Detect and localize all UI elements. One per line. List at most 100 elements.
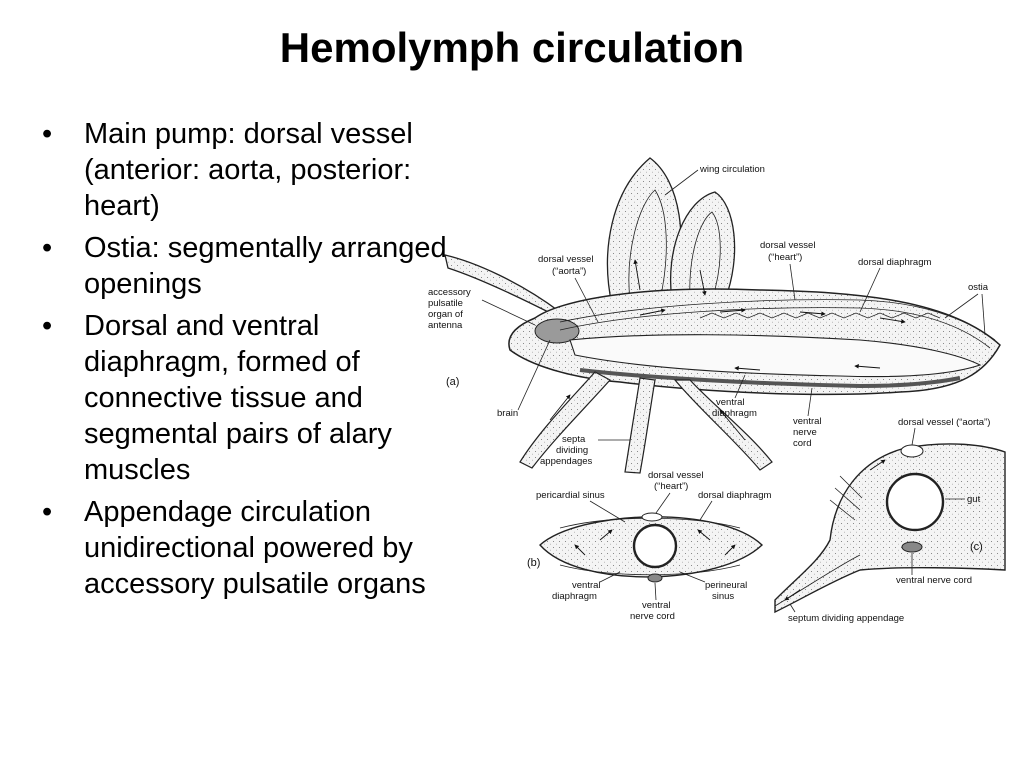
bullet-item: • Appendage circulation unidirectional po… <box>42 494 452 602</box>
accessory-organ-label: accessory <box>428 287 471 298</box>
dorsal-vessel-heart-label: dorsal vessel <box>648 470 703 481</box>
ventral-nerve-cord-label: ventral nerve cord <box>896 575 972 586</box>
appendage-section-shape <box>774 443 1006 614</box>
leader-line <box>517 339 551 411</box>
wing-vein <box>689 211 721 301</box>
leader-line <box>654 582 657 601</box>
ventral-diaphragm-label: ventral <box>572 580 601 591</box>
bullet-icon: • <box>42 118 53 150</box>
septum-hatch <box>829 475 863 521</box>
flow-arrow <box>724 544 736 556</box>
leader-line <box>807 387 813 417</box>
brain-shape <box>534 318 580 344</box>
leader-line <box>859 267 881 313</box>
panel-c-drawing <box>774 443 1006 614</box>
dorsal-diaphragm-line <box>699 312 941 319</box>
bullet-item: • Main pump: dorsal vessel (anterior: aor… <box>42 116 452 224</box>
flow-arrow <box>784 589 801 601</box>
perineural-sinus-label: perineural <box>705 580 747 591</box>
ventral-nerve-label: cord <box>793 438 811 449</box>
ostia-label: ostia <box>968 282 989 293</box>
wing-circulation-label: wing circulation <box>699 164 765 175</box>
flow-arrow <box>633 259 641 291</box>
bullet-list: • Main pump: dorsal vessel (anterior: aor… <box>42 116 452 608</box>
flow-arrow <box>639 308 666 316</box>
dorsal-vessel-aorta-label: dorsal vessel (“aorta”) <box>898 417 990 428</box>
ventral-nerve-label: ventral <box>793 416 822 427</box>
accessory-organ-label: antenna <box>428 320 463 331</box>
flow-arrow <box>549 394 571 421</box>
ventral-diaphragm-label: ventral <box>716 397 745 408</box>
gut-shape <box>632 523 678 569</box>
flow-arrow <box>699 269 707 296</box>
septa-label: septa <box>562 434 586 445</box>
gut-shape <box>569 334 982 378</box>
dorsal-vessel-aorta-label: (“aorta”) <box>552 266 586 277</box>
flow-arrow <box>879 317 906 324</box>
flow-arrow <box>599 529 613 541</box>
dorsal-diaphragm-label: dorsal diaphragm <box>858 257 931 268</box>
leader-line <box>599 571 621 583</box>
dorsal-vessel-aorta-label: dorsal vessel <box>538 254 593 265</box>
flow-arrow <box>574 544 586 556</box>
septa-label: appendages <box>540 456 593 467</box>
dorsal-vessel-heart-label: (“heart”) <box>768 252 802 263</box>
flow-arrow <box>869 459 886 471</box>
bullet-icon: • <box>42 496 53 528</box>
flow-arrow <box>697 529 711 541</box>
nerve-cord-shape <box>647 573 663 583</box>
ventral-nerve-cord <box>579 368 961 389</box>
wing-vein <box>628 189 667 301</box>
circulation-diagram: (a) wing circulation dorsal vessel (“aor… <box>428 157 1006 624</box>
leader-line <box>911 427 916 446</box>
leader-line <box>699 500 713 521</box>
bullet-icon: • <box>42 232 53 264</box>
leader-line <box>981 293 986 336</box>
nerve-cord-shape <box>901 541 923 553</box>
septa-label: dividing <box>556 445 588 456</box>
slide-title: Hemolymph circulation <box>279 24 745 71</box>
leader-line <box>589 500 626 523</box>
flow-arrow <box>799 311 826 316</box>
bullet-text: Dorsal and ventral diaphragm, formed of … <box>84 310 392 486</box>
flow-arrow <box>719 409 746 441</box>
bullet-text: Main pump: dorsal vessel (anterior: aort… <box>84 118 413 222</box>
dorsal-diaphragm-label: dorsal diaphragm <box>698 490 771 501</box>
panel-b-drawing <box>539 512 764 583</box>
panel-c-tag: (c) <box>970 541 983 553</box>
flow-arrow <box>734 366 761 371</box>
leader-line <box>944 293 979 319</box>
leg-shape <box>624 377 656 474</box>
dorsal-vessel-heart-label: (“heart”) <box>654 481 688 492</box>
gut-shape <box>885 472 945 532</box>
leader-line <box>664 169 699 196</box>
accessory-organ-label: pulsatile <box>428 298 463 309</box>
dorsal-vessel-heart-label: dorsal vessel <box>760 240 815 251</box>
ventral-nerve-label: nerve <box>793 427 817 438</box>
panel-b-tag: (b) <box>527 557 540 569</box>
bullet-text: Appendage circulation unidirectional pow… <box>84 496 426 600</box>
bullet-item: • Ostia: segmentally arranged openings <box>42 230 452 302</box>
leg-shape <box>519 371 611 469</box>
ventral-diaphragm-label: diaphragm <box>712 408 757 419</box>
leg-shape <box>673 379 773 471</box>
dorsal-vessel-line <box>559 299 996 341</box>
ventral-nerve-label: ventral <box>642 600 671 611</box>
leader-line <box>679 571 706 583</box>
panel-a-drawing <box>444 157 1001 474</box>
bullet-icon: • <box>42 310 53 342</box>
dorsal-vessel-shape <box>641 512 663 522</box>
gut-label: gut <box>967 494 981 505</box>
pericardial-sinus-label: pericardial sinus <box>536 490 605 501</box>
ventral-nerve-label: nerve cord <box>630 611 675 622</box>
panel-a-tag: (a) <box>446 376 459 388</box>
leader-line <box>789 603 796 613</box>
leader-line <box>789 263 796 301</box>
brain-label: brain <box>497 408 518 419</box>
dorsal-vessel-line <box>559 307 991 349</box>
bullet-text: Ostia: segmentally arranged openings <box>84 232 447 300</box>
septum-label: septum dividing appendage <box>788 613 904 624</box>
ventral-diaphragm-label: diaphragm <box>552 591 597 602</box>
leader-line <box>574 277 599 323</box>
flow-arrow <box>854 364 881 369</box>
